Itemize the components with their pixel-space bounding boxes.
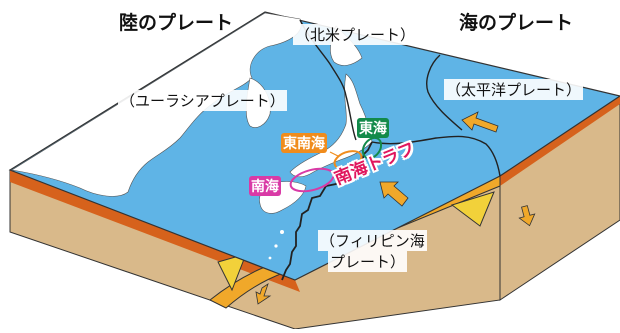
tonankai-leader <box>329 151 339 157</box>
nankai-trough-line <box>281 141 373 281</box>
nankai-label: 南海 <box>249 176 281 196</box>
island <box>280 230 284 234</box>
nankai-zone <box>289 167 335 193</box>
boundary-pacific-philippine <box>371 135 501 177</box>
continental-plate-label: 陸のプレート <box>119 12 234 34</box>
tokai-label: 東海 <box>357 118 389 138</box>
island <box>274 244 278 248</box>
philippine-plate-arrow <box>379 181 409 207</box>
oceanic-plate-label: 海のプレート <box>459 12 574 34</box>
slab-arrow-left <box>255 283 272 305</box>
north-american-plate-label: （北米プレート） <box>293 24 418 45</box>
pacific-plate-label: （太平洋プレート） <box>444 79 584 100</box>
eurasian-plate-label: （ユーラシアプレート） <box>118 90 287 111</box>
slab-arrow-right <box>518 205 536 227</box>
tokai-zone <box>361 136 383 160</box>
philippine-plate-label-line1: （フィリピン海 <box>318 230 427 251</box>
wedge-left <box>217 253 247 292</box>
philippine-plate-label-line2: プレート） <box>328 251 408 272</box>
boundary-eurasia-north-america <box>299 19 357 141</box>
ocean-side-top-band <box>500 96 620 186</box>
tonankai-zone <box>333 150 363 170</box>
tonankai-label: 東南海 <box>281 133 327 153</box>
wedge-right <box>450 191 495 227</box>
pacific-plate-arrow <box>461 111 499 133</box>
island <box>268 256 272 260</box>
boundary-north-america-pacific <box>426 54 463 131</box>
